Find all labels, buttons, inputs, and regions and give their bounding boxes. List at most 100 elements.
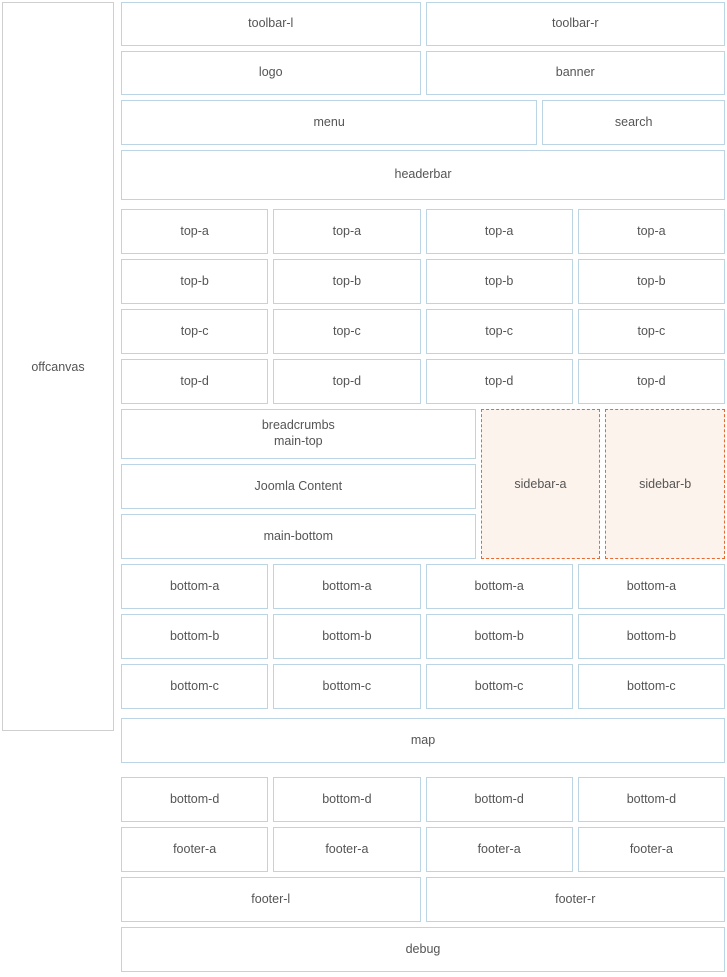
position-footer-a-1: footer-a	[121, 827, 269, 872]
position-bottom-b-3: bottom-b	[425, 614, 573, 659]
position-bottom-d-1: bottom-d	[121, 777, 269, 822]
position-sidebar-b: sidebar-b	[605, 409, 726, 559]
position-main-bottom-label: main-bottom	[263, 528, 334, 543]
position-footer-a-1-label: footer-a	[173, 841, 217, 856]
position-bottom-a-4: bottom-a	[577, 564, 725, 609]
position-top-d-3-label: top-d	[484, 373, 514, 388]
row-toolbar: toolbar-l toolbar-r	[121, 2, 725, 46]
position-top-b-2: top-b	[273, 259, 421, 304]
position-top-a-1-label: top-a	[180, 223, 209, 238]
position-bottom-c-3-label: bottom-c	[474, 678, 524, 693]
position-bottom-b-1-label: bottom-b	[169, 628, 220, 643]
position-headerbar: headerbar	[121, 150, 725, 200]
position-logo-label: logo	[258, 65, 283, 80]
position-search: search	[542, 100, 725, 145]
position-offcanvas: offcanvas	[2, 2, 114, 731]
position-toolbar-l: toolbar-l	[121, 2, 421, 46]
position-menu-label: menu	[313, 114, 345, 129]
position-top-a-1: top-a	[121, 209, 269, 254]
position-top-b-3-label: top-b	[484, 273, 514, 288]
position-footer-r: footer-r	[425, 877, 725, 922]
row-top-d: top-d top-d top-d top-d	[121, 359, 725, 404]
position-top-a-2: top-a	[273, 209, 421, 254]
main-column: breadcrumbs main-top Joomla Content main…	[121, 409, 476, 559]
position-top-d-3: top-d	[425, 359, 573, 404]
position-menu: menu	[121, 100, 538, 145]
position-bottom-c-2-label: bottom-c	[322, 678, 372, 693]
position-breadcrumbs-label: breadcrumbs	[261, 418, 335, 433]
position-headerbar-label: headerbar	[394, 167, 452, 182]
position-bottom-d-2: bottom-d	[273, 777, 421, 822]
position-toolbar-r: toolbar-r	[425, 2, 725, 46]
row-nav: menu search	[121, 100, 725, 145]
position-top-a-2-label: top-a	[332, 223, 362, 238]
position-top-b-1: top-b	[121, 259, 269, 304]
position-map-label: map	[410, 732, 436, 747]
position-search-label: search	[614, 114, 653, 129]
position-bottom-b-2-label: bottom-b	[322, 628, 372, 643]
position-top-c-2: top-c	[273, 309, 421, 354]
position-bottom-b-4: bottom-b	[577, 614, 725, 659]
position-footer-a-3: footer-a	[425, 827, 573, 872]
position-map: map	[121, 718, 725, 763]
position-top-d-4: top-d	[577, 359, 725, 404]
position-top-c-2-label: top-c	[332, 323, 361, 338]
position-bottom-b-1: bottom-b	[121, 614, 269, 659]
position-debug: debug	[121, 927, 725, 972]
position-bottom-c-4: bottom-c	[577, 664, 725, 709]
position-toolbar-l-label: toolbar-l	[248, 16, 294, 31]
position-top-d-2: top-d	[273, 359, 421, 404]
position-bottom-c-2: bottom-c	[273, 664, 421, 709]
position-bottom-d-2-label: bottom-d	[322, 791, 372, 806]
position-top-a-4-label: top-a	[637, 223, 666, 238]
position-main-bottom: main-bottom	[121, 514, 476, 559]
position-top-b-4: top-b	[577, 259, 725, 304]
position-footer-r-label: footer-r	[555, 891, 596, 906]
position-banner: banner	[425, 51, 725, 95]
position-footer-a-3-label: footer-a	[477, 841, 521, 856]
position-top-c-4-label: top-c	[637, 323, 666, 338]
position-top-b-3: top-b	[425, 259, 573, 304]
position-logo: logo	[121, 51, 421, 95]
position-top-c-1: top-c	[121, 309, 269, 354]
row-map: map	[121, 718, 725, 763]
position-bottom-d-4: bottom-d	[577, 777, 725, 822]
row-bottom-c: bottom-c bottom-c bottom-c bottom-c	[121, 664, 725, 709]
row-debug: debug	[121, 927, 725, 972]
position-bottom-a-2: bottom-a	[273, 564, 421, 609]
row-footer: footer-l footer-r	[121, 877, 725, 922]
position-bottom-a-3-label: bottom-a	[474, 578, 524, 593]
position-top-d-2-label: top-d	[332, 373, 362, 388]
position-toolbar-r-label: toolbar-r	[551, 16, 599, 31]
position-footer-a-4: footer-a	[577, 827, 725, 872]
position-top-d-1-label: top-d	[180, 373, 209, 388]
position-sidebar-b-label: sidebar-b	[639, 477, 692, 491]
position-bottom-a-3: bottom-a	[425, 564, 573, 609]
position-top-d-4-label: top-d	[637, 373, 666, 388]
position-bottom-b-4-label: bottom-b	[626, 628, 677, 643]
row-top-c: top-c top-c top-c top-c	[121, 309, 725, 354]
position-sidebar-a-label: sidebar-a	[514, 477, 567, 491]
position-top-a-4: top-a	[577, 209, 725, 254]
position-footer-l: footer-l	[121, 877, 421, 922]
spacer	[121, 768, 725, 777]
position-top-a-3-label: top-a	[484, 223, 514, 238]
position-breadcrumbs-main-top: breadcrumbs main-top	[121, 409, 476, 459]
position-top-c-1-label: top-c	[180, 323, 209, 338]
position-sidebar-a: sidebar-a	[480, 409, 601, 559]
position-bottom-a-4-label: bottom-a	[626, 578, 677, 593]
position-footer-a-2: footer-a	[273, 827, 421, 872]
position-joomla-content-label: Joomla Content	[254, 478, 343, 493]
row-footer-a: footer-a footer-a footer-a footer-a	[121, 827, 725, 872]
position-banner-label: banner	[555, 65, 595, 80]
position-main-top-label: main-top	[273, 434, 323, 448]
position-joomla-content: Joomla Content	[121, 464, 476, 509]
position-bottom-c-3: bottom-c	[425, 664, 573, 709]
position-top-d-1: top-d	[121, 359, 269, 404]
position-top-a-3: top-a	[425, 209, 573, 254]
position-stack: toolbar-l toolbar-r logo banner menu sea…	[121, 2, 726, 977]
position-offcanvas-label: offcanvas	[31, 359, 85, 374]
position-debug-label: debug	[405, 941, 441, 956]
row-headerbar: headerbar	[121, 150, 725, 200]
row-bottom-d: bottom-d bottom-d bottom-d bottom-d	[121, 777, 725, 822]
